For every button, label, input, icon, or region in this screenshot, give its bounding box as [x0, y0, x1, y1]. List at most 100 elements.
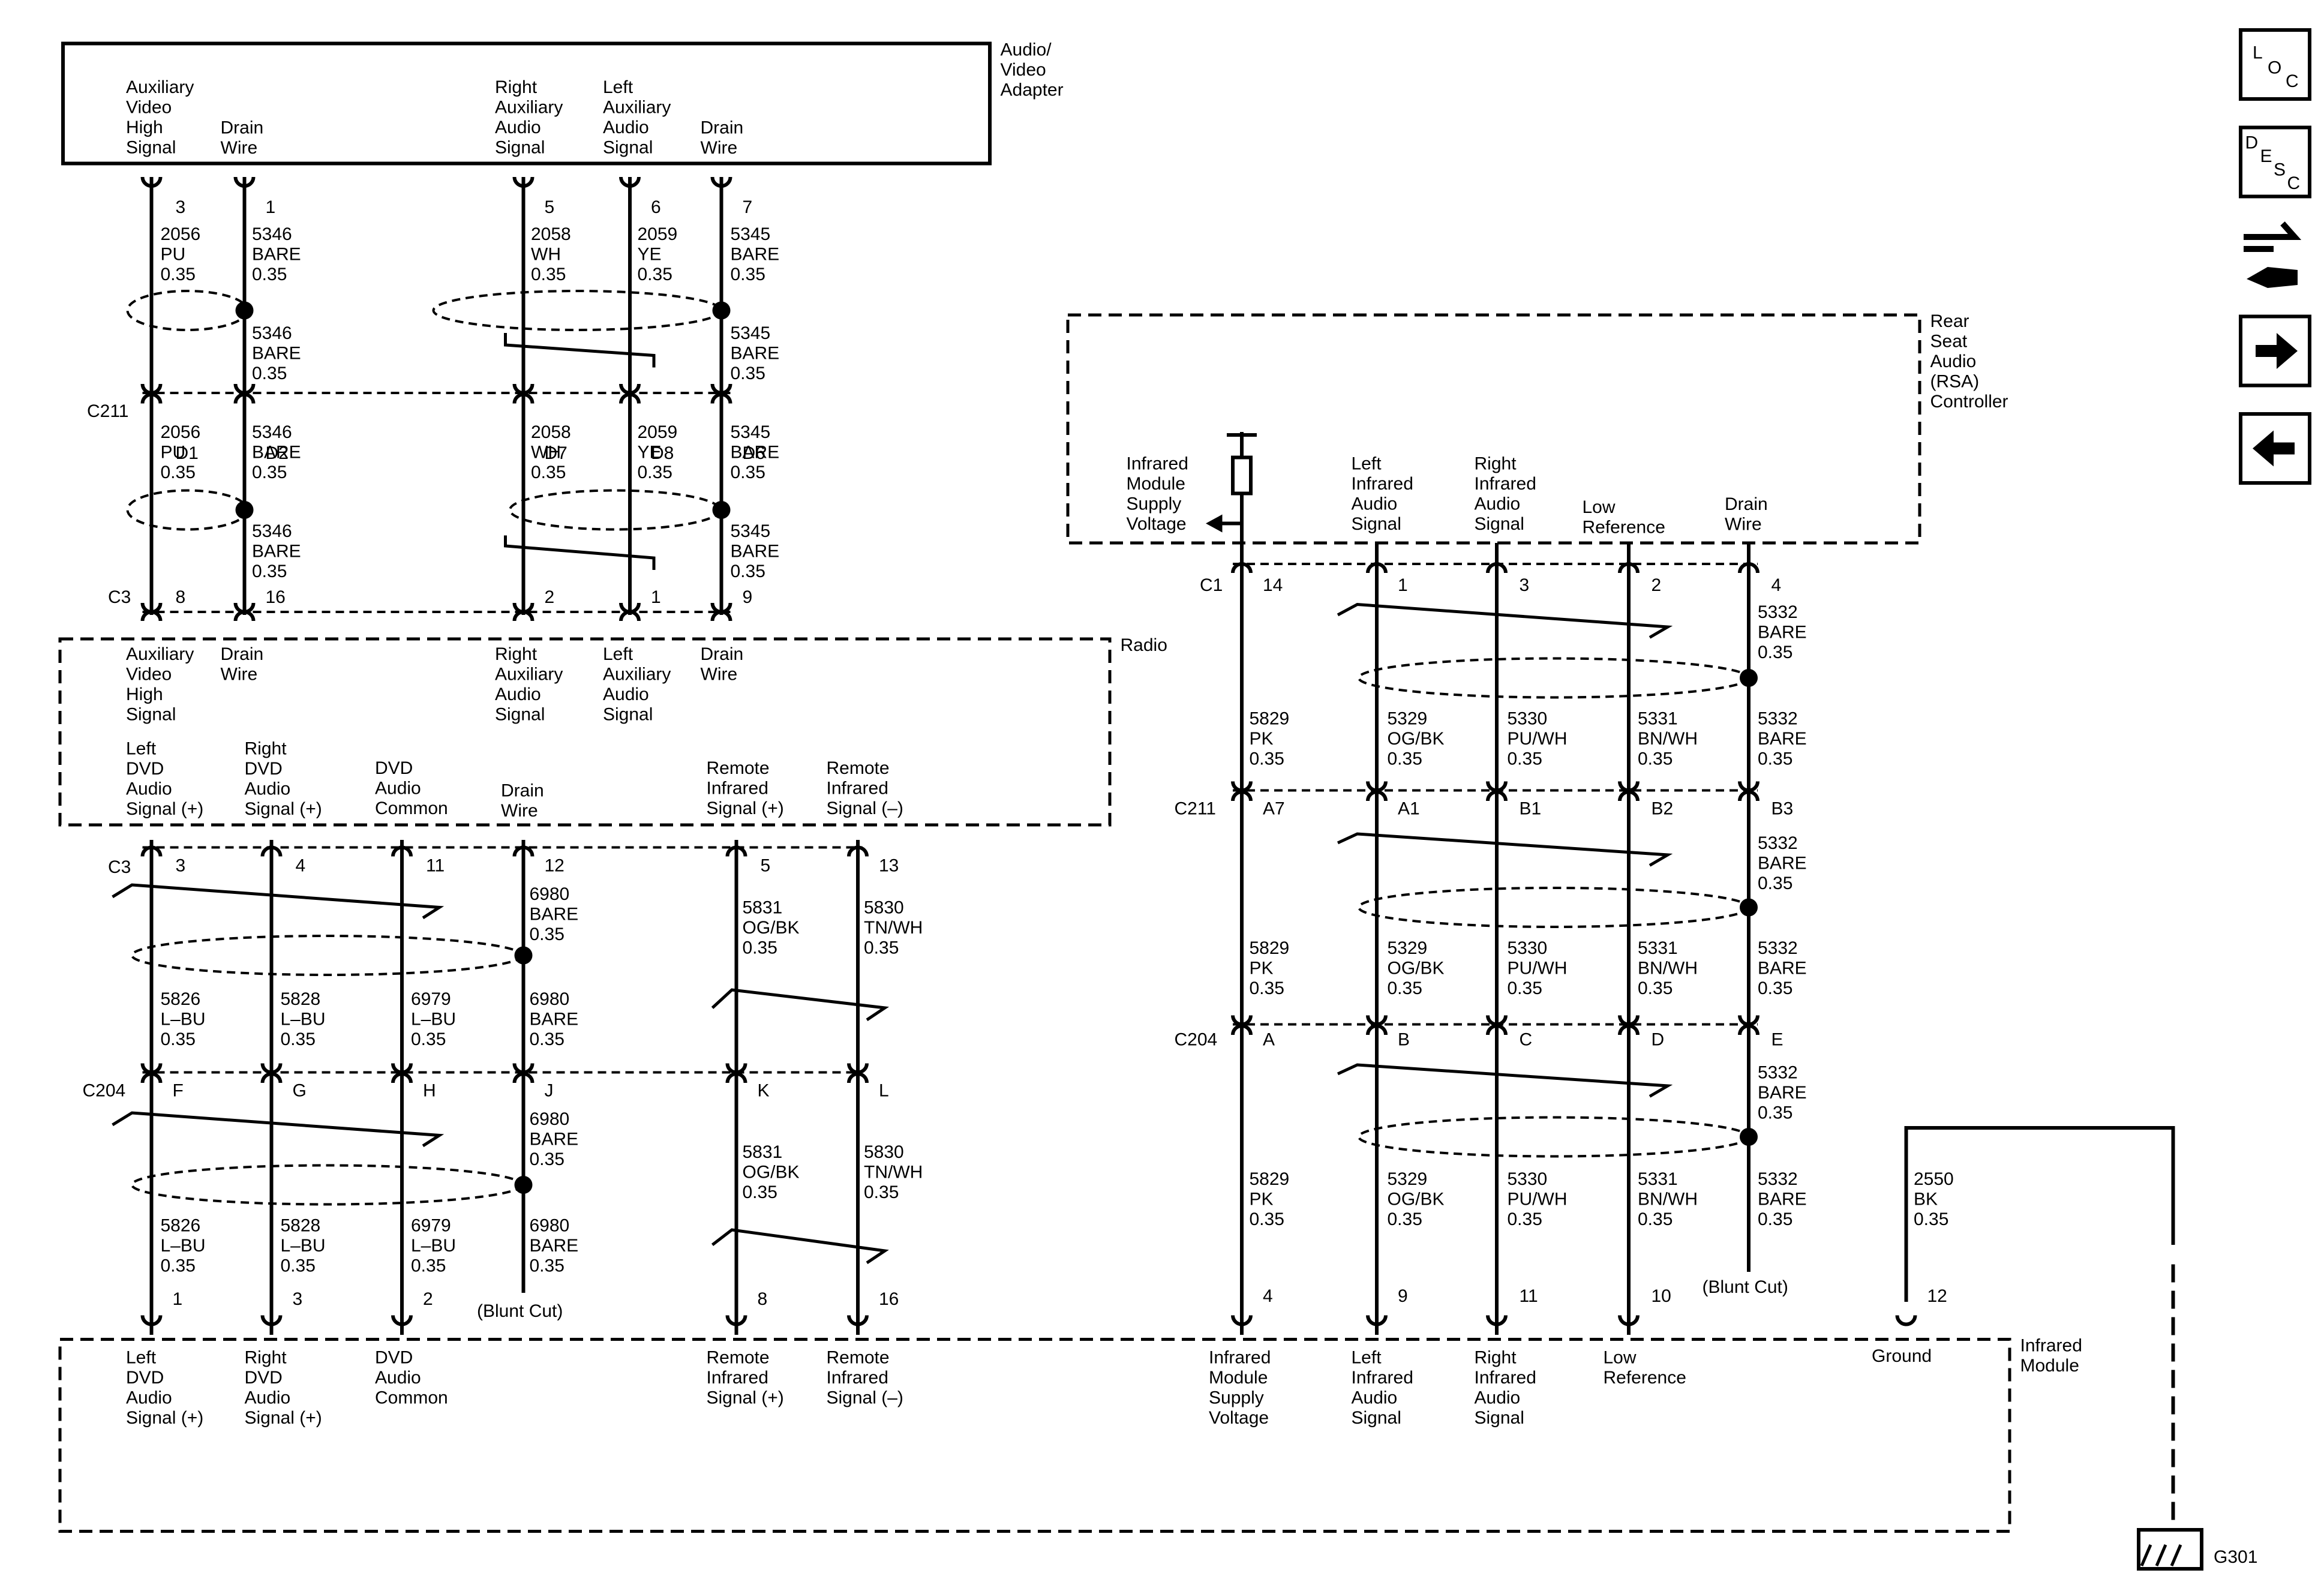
- wire-label-line: 0.35: [1638, 978, 1673, 998]
- pin-label-line: Infrared: [827, 1368, 888, 1388]
- pin-terminal: [260, 1072, 283, 1083]
- wire-label-line: 0.35: [281, 1256, 316, 1276]
- splice-dot: [514, 1176, 533, 1194]
- pin-number: 8: [176, 587, 186, 607]
- pin-number: 4: [1771, 575, 1782, 595]
- wire-label-line: 5830: [864, 898, 904, 918]
- wire-label-line: 5329: [1388, 938, 1428, 958]
- ground-hatch: [2155, 1544, 2167, 1566]
- pin-terminal: [140, 1072, 163, 1083]
- pin-label-line: High: [126, 118, 163, 137]
- pin-terminal: [1895, 1315, 1917, 1326]
- pin-number: B: [1398, 1030, 1410, 1050]
- pin-label-line: DVD: [126, 1368, 164, 1388]
- wire-label-line: 5345: [731, 521, 771, 541]
- pin-terminal: [512, 392, 535, 404]
- pin-label-line: Signal: [1475, 514, 1524, 534]
- pin-label-line: Wire: [221, 665, 258, 685]
- component-label-line: Audio/: [1001, 40, 1052, 60]
- component-label-line: Infrared: [2020, 1336, 2082, 1356]
- infrared-module-box: [58, 1338, 2011, 1533]
- audio-video-adapter-box: [61, 41, 992, 166]
- wire-label-line: 0.35: [1250, 1209, 1284, 1229]
- connector-id: C1: [1200, 575, 1223, 595]
- wire-label-line: 6980: [530, 989, 570, 1009]
- pin-label-line: Voltage: [1209, 1408, 1269, 1428]
- wire-label-line: OG/BK: [1388, 959, 1445, 978]
- pin-label-line: Reference: [1604, 1368, 1686, 1388]
- shield-outline: [432, 290, 723, 331]
- pin-terminal: [1618, 1315, 1640, 1326]
- pin-label-line: Signal (+): [126, 1408, 203, 1428]
- component-label-line: Rear: [1930, 311, 1969, 331]
- wire-label-line: 0.35: [1758, 1209, 1792, 1229]
- pin-label-line: Drain: [221, 118, 264, 138]
- wire-label-line: OG/BK: [1388, 1190, 1445, 1209]
- pin-label-line: Remote: [827, 1348, 890, 1368]
- pin-number: 9: [743, 587, 753, 607]
- wire-label-line: 5831: [743, 898, 783, 918]
- wire-label-line: OG/BK: [743, 918, 800, 938]
- splice-dot: [712, 501, 731, 519]
- wire-label-line: 5332: [1758, 602, 1798, 622]
- loc-icon: C: [2286, 71, 2299, 91]
- pin-terminal: [1486, 1315, 1508, 1326]
- pin-terminal: [391, 1315, 413, 1326]
- next-page-button[interactable]: [2239, 314, 2311, 388]
- loc-button[interactable]: LOC: [2239, 28, 2311, 101]
- wire-label-line: OG/BK: [743, 1163, 800, 1182]
- wire-label-line: 0.35: [161, 265, 196, 284]
- twisted-pair-mark: [504, 333, 656, 368]
- pin-label-line: Audio: [126, 779, 172, 799]
- wire-label-line: BARE: [1758, 959, 1807, 978]
- previous-page-button[interactable]: [2239, 412, 2311, 485]
- pin-label-line: Signal: [603, 138, 653, 158]
- splice-dot: [235, 501, 254, 519]
- pin-terminal: [725, 1315, 747, 1326]
- connector-view-button[interactable]: [2244, 221, 2302, 289]
- pin-label-line: Wire: [701, 138, 738, 158]
- pin-label-line: Audio: [1475, 1388, 1521, 1408]
- pin-label-line: Right: [1475, 1348, 1517, 1368]
- wire-label-line: BARE: [252, 344, 301, 364]
- pin-terminal: [847, 1315, 869, 1326]
- wire-label-line: 0.35: [743, 1182, 777, 1202]
- wire-label-line: BARE: [731, 344, 780, 364]
- wire-label-line: 5330: [1508, 1169, 1548, 1189]
- pin-number: D8: [651, 443, 674, 463]
- pin-terminal: [512, 610, 535, 622]
- pin-label-line: Wire: [501, 801, 538, 821]
- pin-number: D2: [266, 443, 289, 463]
- wire-label-line: 0.35: [731, 364, 765, 383]
- pin-number: D1: [176, 443, 199, 463]
- wire-label-line: BARE: [731, 443, 780, 463]
- wire-label-line: 0.35: [1388, 749, 1422, 769]
- pin-label-line: High: [126, 685, 163, 704]
- shield-outline: [509, 489, 721, 531]
- wire-label-line: 0.35: [161, 1029, 196, 1049]
- wire-label-line: 5346: [252, 521, 292, 541]
- shield-outline: [1358, 1116, 1750, 1158]
- wire-label-line: PK: [1250, 729, 1274, 749]
- wire-label-line: PK: [1250, 1190, 1274, 1209]
